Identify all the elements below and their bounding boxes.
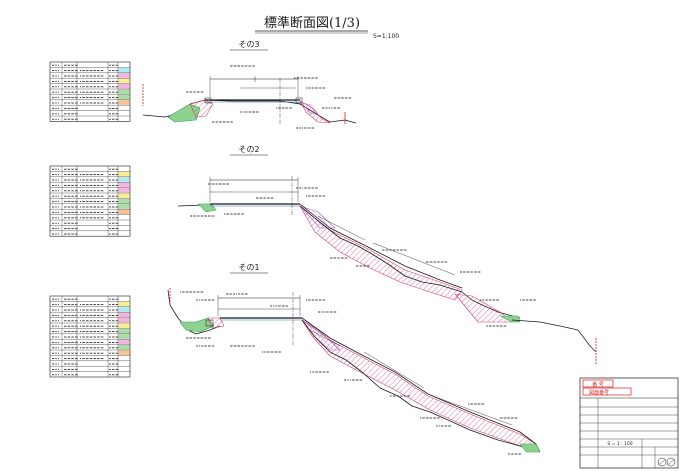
material-table-2: [49, 165, 131, 237]
drawing-title: 標準断面図(1/3): [264, 15, 360, 31]
title-block-stamp-2: 図面番号: [589, 389, 609, 396]
title-block: 番 号 図面番号 S = 1 : 100: [579, 377, 679, 469]
title-block-scale: S = 1 : 100: [607, 441, 632, 447]
section-label-2: その2: [238, 145, 259, 154]
seal-icon-2: [666, 457, 676, 467]
section-label-1: その1: [238, 263, 259, 272]
scale-label: S=1:100: [373, 33, 399, 40]
cross-section-2: [177, 176, 597, 365]
annotations: [180, 65, 536, 455]
cross-section-1: [167, 288, 541, 453]
material-table-1: [49, 295, 131, 378]
seal-icon-1: [657, 457, 667, 467]
title-block-stamp-1: 番 号: [592, 381, 604, 388]
cross-section-3: [142, 76, 357, 124]
material-table-3: [49, 61, 131, 122]
section-label-3: その3: [238, 40, 259, 49]
